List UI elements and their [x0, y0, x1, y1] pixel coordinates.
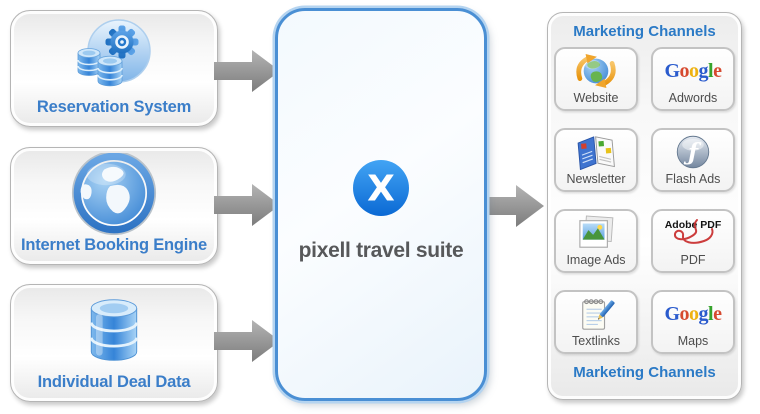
website-globe-icon — [573, 53, 619, 90]
channel-website-label: Website — [573, 90, 619, 105]
google-wordmark: Google — [664, 60, 722, 82]
gears-database-icon — [72, 16, 156, 97]
channel-newsletter: Newsletter — [554, 128, 638, 192]
reservation-system-box: Reservation System — [10, 10, 218, 127]
product-name: pixell travel suite — [298, 238, 464, 262]
flash-f-glyph: ƒ — [683, 138, 702, 166]
adobe-pdf-wordmark: Adobe PDF — [665, 219, 722, 231]
image-ads-icon — [574, 215, 618, 252]
adobe-pdf-icon: Adobe PDF — [662, 215, 724, 252]
arrow-deal-data-to-suite — [214, 318, 282, 364]
channels-grid: Website Google Adwords — [554, 47, 735, 354]
flash-icon: ƒ — [672, 134, 714, 171]
channel-maps-label: Maps — [677, 333, 709, 348]
internet-booking-engine-box: Internet Booking Engine — [10, 147, 218, 265]
arrow-booking-to-suite — [214, 182, 282, 228]
channel-pdf: Adobe PDF PDF — [651, 209, 735, 273]
marketing-channels-title-bottom: Marketing Channels — [573, 364, 716, 381]
channel-textlinks-label: Textlinks — [572, 333, 620, 348]
newsletter-book-icon — [573, 134, 619, 171]
marketing-channels-panel: Marketing Channels — [547, 12, 742, 400]
notepad-pen-icon — [574, 296, 618, 333]
channel-adwords: Google Adwords — [651, 47, 735, 111]
channel-website: Website — [554, 47, 638, 111]
google-logo: Google — [664, 53, 722, 90]
channel-newsletter-label: Newsletter — [566, 171, 626, 186]
globe-icon — [69, 153, 159, 235]
individual-deal-data-box: Individual Deal Data — [10, 284, 218, 402]
logo-letter: X — [367, 168, 395, 209]
channel-adwords-label: Adwords — [668, 90, 718, 105]
channel-flash-ads-label: Flash Ads — [665, 171, 721, 186]
reservation-system-label: Reservation System — [36, 98, 192, 116]
individual-deal-data-label: Individual Deal Data — [37, 373, 191, 391]
internet-booking-engine-label: Internet Booking Engine — [20, 236, 208, 254]
channel-image-ads: Image Ads — [554, 209, 638, 273]
pixell-x-logo: X — [352, 159, 410, 222]
google-wordmark: Google — [664, 303, 722, 325]
channel-pdf-label: PDF — [680, 252, 706, 267]
channel-image-ads-label: Image Ads — [566, 252, 626, 267]
marketing-channels-title-top: Marketing Channels — [573, 23, 716, 40]
channel-flash-ads: ƒ Flash Ads — [651, 128, 735, 192]
database-icon — [83, 290, 145, 372]
pixell-travel-suite-box: X pixell travel suite — [275, 8, 487, 401]
arrow-reservation-to-suite — [214, 48, 282, 94]
channel-maps: Google Maps — [651, 290, 735, 354]
channel-textlinks: Textlinks — [554, 290, 638, 354]
google-logo: Google — [664, 296, 722, 333]
arrow-suite-to-marketing — [478, 183, 546, 229]
